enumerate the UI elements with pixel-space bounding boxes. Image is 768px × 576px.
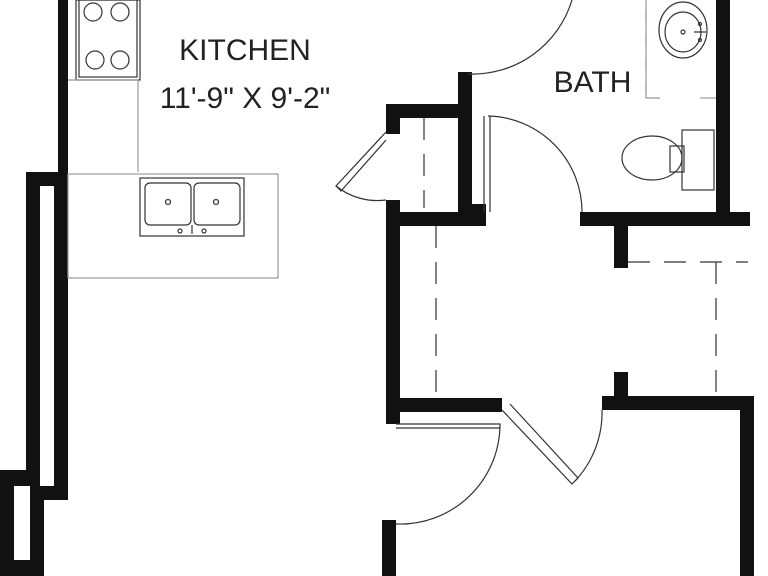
hall-bottom-left-wall: [386, 398, 502, 412]
burner: [110, 2, 130, 22]
faucet-handle: [697, 37, 703, 43]
kitchen-left-wall: [58, 0, 68, 176]
bath-label: BATH: [553, 66, 632, 99]
toilet-seat-link: [669, 145, 685, 173]
door-swing: [467, 0, 573, 75]
doors: [335, 0, 603, 525]
vanity-counter: [645, 0, 660, 99]
sink-drain: [212, 198, 220, 206]
bath-door-leaf: [483, 116, 491, 212]
sink-outer: [139, 177, 245, 237]
kitchen-label: KITCHEN: [179, 34, 311, 67]
hall-left-wall: [386, 200, 400, 424]
door-swing: [395, 423, 501, 525]
sink-drain: [164, 198, 172, 206]
door-swing: [335, 185, 387, 202]
burner: [85, 50, 105, 70]
door-swing: [487, 115, 583, 213]
burner: [83, 2, 103, 22]
sink-bowl: [658, 1, 708, 59]
cooktop: [75, 0, 141, 81]
closet-right-wall: [458, 72, 472, 214]
door-leaf: [501, 403, 579, 485]
closet2-jamb-top: [614, 224, 628, 268]
burner: [110, 50, 130, 70]
kitchen-fixtures: [67, 0, 279, 279]
right-lower-wall: [740, 396, 754, 576]
bath-right-wall: [716, 0, 730, 226]
bath-bottom-wall: [580, 212, 750, 226]
hall-bottom-right-wall: [602, 396, 750, 410]
sink-basin-right: [193, 182, 241, 226]
kitchen-dimensions: 11'-9" X 9'-2": [159, 82, 331, 115]
closet-left-wall-upper: [386, 104, 400, 134]
cooktop-inner: [78, 0, 138, 78]
sink-drain: [680, 29, 686, 35]
shelf-lines: [423, 118, 748, 396]
faucet-handle: [201, 228, 207, 234]
bath-fixtures: [621, 0, 716, 191]
faucet-handle: [177, 228, 183, 234]
door-swing: [574, 409, 603, 482]
toilet-tank: [681, 129, 715, 191]
hall-divider-top: [400, 212, 486, 226]
sink-basin-left: [144, 182, 192, 226]
faucet-handle: [697, 21, 703, 27]
toilet-bowl: [621, 135, 683, 181]
kitchen-island: [67, 173, 279, 279]
bedroom-left-wall: [382, 520, 396, 576]
closet-door: [335, 131, 387, 192]
left-exterior-wall: [0, 172, 68, 576]
closet-top-wall: [386, 104, 470, 118]
